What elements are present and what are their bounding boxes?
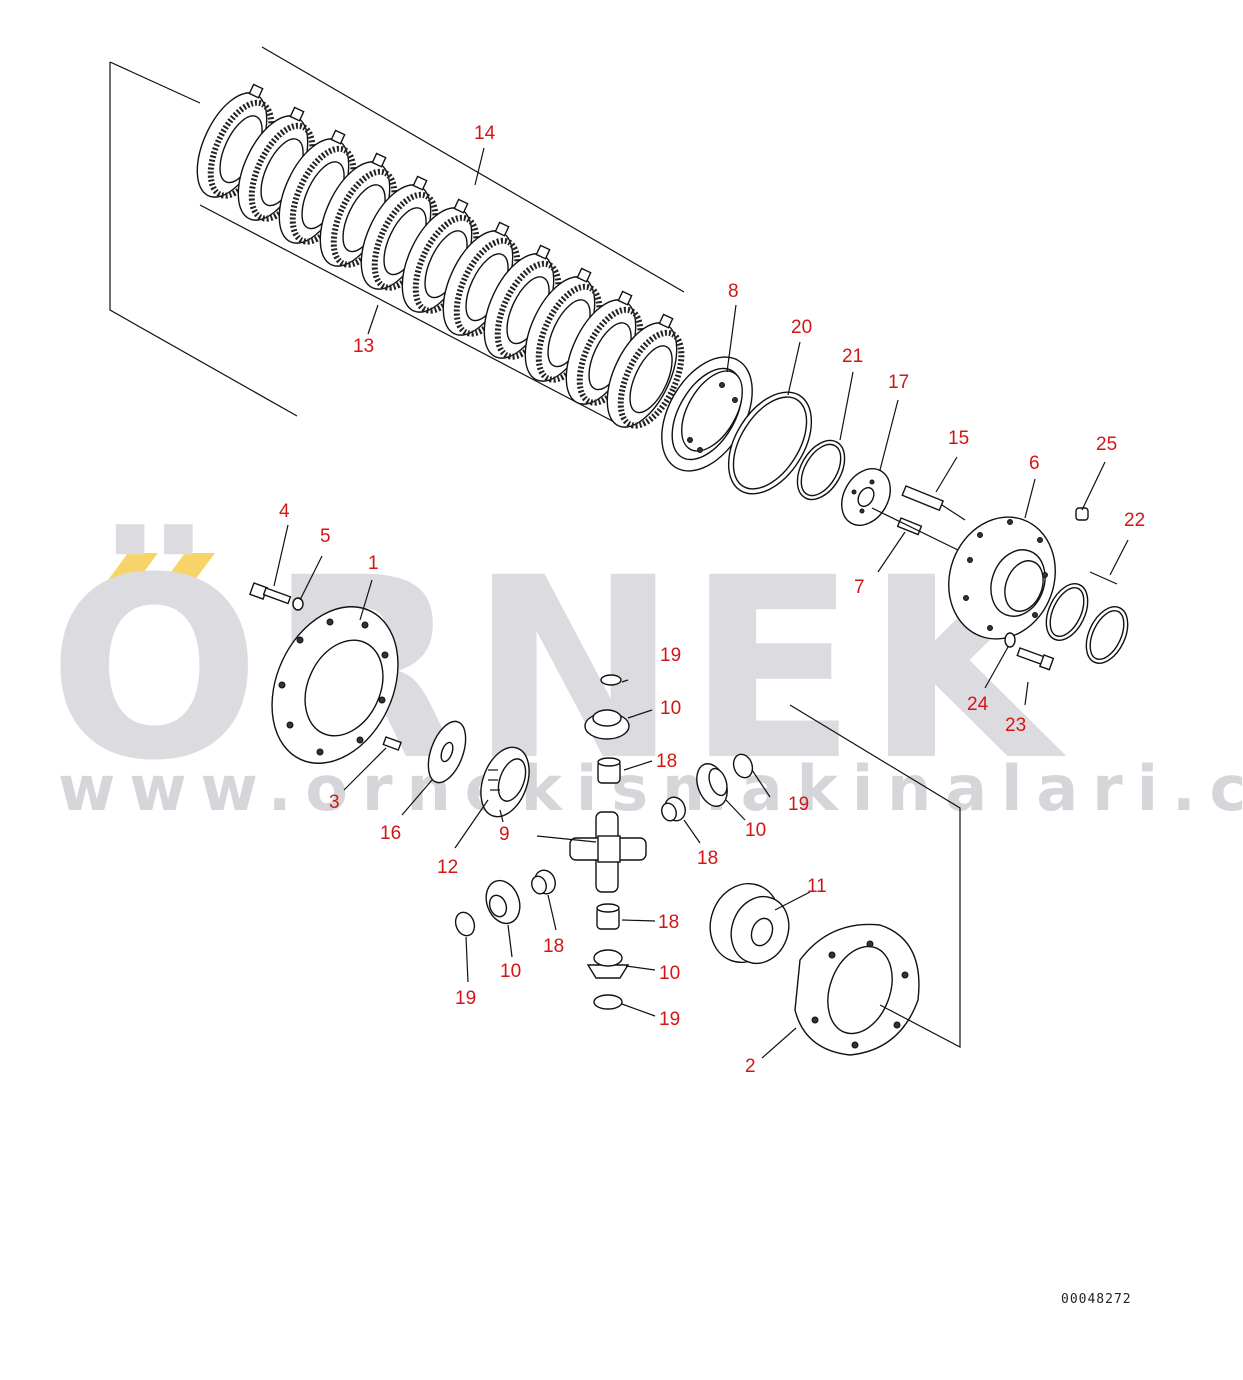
snap-ring-21 xyxy=(796,439,846,501)
callout-19-bottom: 19 xyxy=(659,1009,680,1030)
callout-2: 2 xyxy=(745,1056,756,1077)
callout-11: 11 xyxy=(807,876,827,897)
callout-18-top: 18 xyxy=(656,751,677,772)
side-gear-11 xyxy=(709,882,790,965)
bearing-8 xyxy=(661,356,753,472)
callout-12: 12 xyxy=(437,857,458,878)
washer-19-left xyxy=(454,911,476,937)
callout-19-right: 19 xyxy=(788,794,809,815)
seal-ring-22b xyxy=(1085,606,1129,664)
callout-15: 15 xyxy=(948,428,969,449)
callout-7: 7 xyxy=(854,577,865,598)
snap-ring-20 xyxy=(727,391,813,495)
callout-18-right: 18 xyxy=(697,848,718,869)
case-half-1 xyxy=(271,606,399,764)
callout-labels: 14 13 8 20 21 17 15 6 25 22 7 4 5 1 19 1… xyxy=(279,123,1145,1077)
callout-22: 22 xyxy=(1124,510,1145,531)
callout-8: 8 xyxy=(728,281,739,302)
callout-24: 24 xyxy=(967,694,989,715)
callout-14: 14 xyxy=(474,123,496,144)
pinion-gear-10-right xyxy=(696,763,728,807)
callout-18-middle: 18 xyxy=(658,912,679,933)
callout-18-left: 18 xyxy=(543,936,564,957)
callout-19-left: 19 xyxy=(455,988,476,1009)
watermark-accent-right xyxy=(165,553,215,580)
thrust-washer-16 xyxy=(427,720,467,784)
callout-1: 1 xyxy=(368,553,379,574)
callout-9: 9 xyxy=(499,824,510,845)
plug-25 xyxy=(1075,507,1089,521)
bolt-23 xyxy=(1016,647,1055,671)
pin-3 xyxy=(382,736,402,751)
callout-23: 23 xyxy=(1005,715,1026,736)
clutch-pack-guide-top2 xyxy=(261,46,685,293)
watermark-url: www.ornekismakinalari.com.tr xyxy=(58,752,1243,825)
callout-20: 20 xyxy=(791,317,812,338)
pinion-gear-10-bottom xyxy=(586,949,630,979)
callout-19-top: 19 xyxy=(660,645,681,666)
clutch-pack-guide-bottom xyxy=(199,204,621,426)
callout-25: 25 xyxy=(1096,434,1117,455)
callout-10-top: 10 xyxy=(660,698,681,719)
clutch-disc xyxy=(606,313,685,429)
ring-22-bracket xyxy=(1089,571,1118,585)
watermark-accent-left xyxy=(108,553,158,580)
callout-10-left: 10 xyxy=(500,961,521,982)
callout-4: 4 xyxy=(279,501,290,522)
callout-13: 13 xyxy=(353,336,374,357)
washer-19-top xyxy=(600,674,622,686)
clutch-pack-bracket xyxy=(109,62,298,417)
spider-axis-line xyxy=(536,835,597,843)
callout-16: 16 xyxy=(380,823,401,844)
clutch-pack-assembly xyxy=(109,46,685,429)
bushing-18-right xyxy=(661,796,686,822)
drawing-number: 00048272 xyxy=(1061,1292,1132,1307)
washer-19-right xyxy=(732,753,754,779)
callout-6: 6 xyxy=(1029,453,1040,474)
bushing-18-top xyxy=(597,757,621,784)
washer-24 xyxy=(1004,632,1016,648)
side-gear-9 xyxy=(480,746,530,818)
watermark: ÖRNEK www.ornekismakinalari.com.tr xyxy=(48,524,1243,825)
leader-lines xyxy=(273,147,1129,1059)
callout-3: 3 xyxy=(329,792,340,813)
bushing-18-bottom xyxy=(596,903,620,930)
pinion-gear-10-top xyxy=(584,709,630,740)
pinion-gear-10-left xyxy=(485,879,521,925)
pin-guide-line-2 xyxy=(941,504,966,521)
washer-5 xyxy=(292,597,304,611)
callout-17: 17 xyxy=(888,372,909,393)
bolt-4 xyxy=(248,582,292,605)
pin-15 xyxy=(901,485,944,512)
callout-10-bottom: 10 xyxy=(659,963,680,984)
callout-21: 21 xyxy=(842,346,863,367)
case-bracket xyxy=(789,704,961,1048)
clutch-discs xyxy=(196,83,685,429)
spider-cross xyxy=(569,811,647,893)
bushing-18-left xyxy=(531,869,556,895)
callout-5: 5 xyxy=(320,526,331,547)
seal-ring-22a xyxy=(1045,583,1089,641)
pin-guide-line xyxy=(871,507,963,553)
case-half-2 xyxy=(794,923,920,1056)
washer-19-bottom xyxy=(593,994,623,1010)
callout-10-right: 10 xyxy=(745,820,766,841)
hub-6 xyxy=(948,516,1056,640)
clutch-pack-guide-top xyxy=(109,61,201,104)
